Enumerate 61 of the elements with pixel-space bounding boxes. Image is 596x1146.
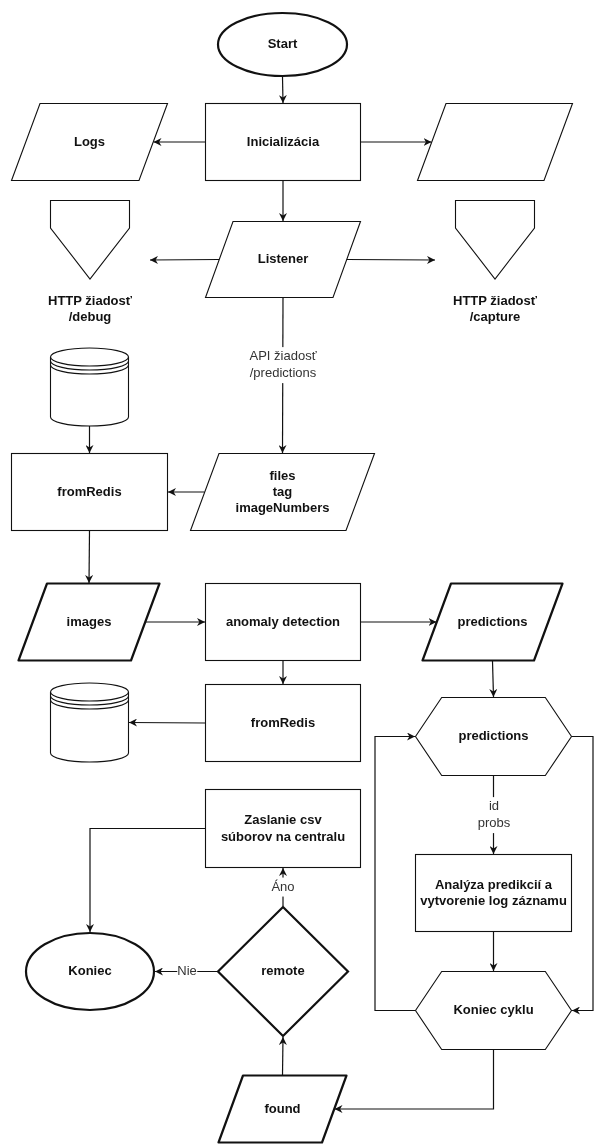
arrow bbox=[346, 255, 436, 264]
arrow bbox=[489, 931, 498, 972]
arrow bbox=[86, 827, 206, 933]
arrow bbox=[279, 867, 287, 907]
process-box bbox=[205, 789, 361, 868]
node-label: remote bbox=[260, 963, 306, 980]
node-label: files bbox=[268, 467, 297, 484]
node-label: HTTP žiadosť /capture bbox=[452, 292, 538, 326]
data-parallelogram bbox=[218, 1075, 347, 1143]
process-box bbox=[205, 583, 361, 661]
loop-hexagon bbox=[415, 697, 572, 776]
database-cylinder bbox=[50, 683, 129, 762]
node-label: Logs bbox=[72, 133, 107, 151]
arrow bbox=[128, 718, 206, 727]
arrow bbox=[360, 138, 433, 146]
data-parallelogram bbox=[205, 221, 361, 298]
node-label: Listener bbox=[256, 251, 310, 268]
arrow bbox=[279, 660, 287, 685]
process-box bbox=[205, 103, 361, 181]
node-label: tag bbox=[271, 483, 294, 501]
arrow bbox=[85, 425, 94, 454]
node-label: Start bbox=[266, 36, 299, 53]
arrow bbox=[571, 735, 594, 1015]
arrow bbox=[149, 255, 220, 264]
node-label: Zaslanie csv súborov na centralu bbox=[219, 812, 347, 845]
node-label: found bbox=[263, 1100, 302, 1118]
node-label: Inicializácia bbox=[245, 133, 321, 151]
data-parallelogram bbox=[417, 103, 573, 181]
node-label: Analýza predikcií a vytvorenie log záznamu bbox=[419, 876, 568, 910]
arrow bbox=[278, 76, 287, 104]
process-box bbox=[205, 684, 361, 762]
data-parallelogram bbox=[422, 583, 563, 661]
node-label: imageNumbers bbox=[234, 500, 331, 517]
node-label: fromRedis bbox=[56, 483, 123, 501]
data-parallelogram bbox=[190, 453, 375, 531]
node-label: images bbox=[65, 613, 113, 631]
arrow bbox=[152, 138, 206, 146]
edge-label: Áno bbox=[271, 877, 295, 897]
terminal-ellipse bbox=[217, 12, 348, 77]
arrow bbox=[374, 732, 416, 1012]
arrow bbox=[279, 180, 287, 222]
node-label: Koniec cyklu bbox=[452, 1002, 535, 1019]
node-label: predictions bbox=[456, 613, 529, 631]
arrow bbox=[489, 660, 498, 698]
data-parallelogram bbox=[11, 103, 168, 181]
arrow bbox=[167, 488, 206, 496]
arrow bbox=[144, 618, 206, 626]
process-box bbox=[415, 854, 572, 932]
node-label: Koniec bbox=[67, 963, 113, 980]
data-parallelogram bbox=[18, 583, 160, 661]
node-label: fromRedis bbox=[249, 714, 317, 732]
decision-diamond bbox=[217, 906, 349, 1037]
terminal-ellipse bbox=[25, 932, 155, 1011]
database-cylinder bbox=[50, 348, 129, 426]
node-label: anomaly detection bbox=[224, 613, 342, 631]
loop-hexagon bbox=[415, 971, 572, 1050]
process-box bbox=[11, 453, 168, 531]
arrow bbox=[278, 1036, 287, 1076]
node-label: HTTP žiadosť /debug bbox=[47, 292, 133, 326]
arrow bbox=[85, 530, 94, 584]
node-label: predictions bbox=[457, 728, 530, 745]
